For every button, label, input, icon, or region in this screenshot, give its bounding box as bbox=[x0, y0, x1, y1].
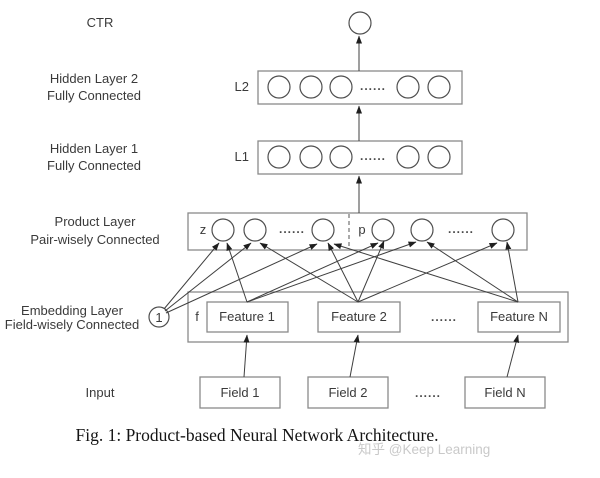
field-1-box bbox=[199, 376, 281, 409]
arrow-one-to-z2 bbox=[164, 242, 252, 312]
f-tag: f bbox=[195, 309, 199, 324]
ellipsis-fields: ...... bbox=[415, 386, 441, 400]
z-node-circle bbox=[211, 218, 235, 242]
arrow-fieldn-to-featuren bbox=[506, 334, 520, 378]
hidden-layer-1-label-line1: Hidden Layer 1 bbox=[50, 141, 138, 156]
z-node-circle bbox=[243, 218, 267, 242]
arrow-feature1-to-p2 bbox=[246, 241, 417, 303]
figure-caption: Fig. 1: Product-based Neural Network Arc… bbox=[75, 425, 438, 445]
one-tag: 1 bbox=[155, 310, 162, 325]
field-to-feature-arrows bbox=[243, 334, 520, 378]
p-tag: p bbox=[358, 222, 365, 237]
neuron-circle bbox=[267, 75, 291, 99]
ellipsis-z: ...... bbox=[279, 222, 305, 236]
p-node-circle bbox=[410, 218, 434, 242]
arrow-feature2-to-p1 bbox=[357, 240, 385, 303]
product-layer-box bbox=[187, 212, 528, 251]
arrow-one-to-z3 bbox=[165, 243, 318, 314]
z-node-circle bbox=[311, 218, 335, 242]
ellipsis-features: ...... bbox=[431, 310, 457, 324]
hidden-layer-2-label-line1: Hidden Layer 2 bbox=[50, 71, 138, 86]
arrow-field2-to-feature2 bbox=[349, 334, 360, 378]
neuron-circle bbox=[396, 145, 420, 169]
neuron-circle bbox=[329, 145, 353, 169]
ellipsis-l2: ...... bbox=[360, 79, 386, 93]
hidden-layer-2-label-line2: Fully Connected bbox=[47, 88, 141, 103]
product-layer-label-line2: Pair-wisely Connected bbox=[30, 232, 159, 247]
arrow-feature2-to-z2 bbox=[259, 242, 359, 303]
watermark-text: 知乎 @Keep Learning bbox=[358, 441, 490, 457]
arrow-featuren-to-p3 bbox=[505, 241, 519, 303]
field-2-label: Field 2 bbox=[328, 385, 367, 400]
arrow-featuren-to-z3 bbox=[333, 243, 519, 303]
neuron-circle bbox=[329, 75, 353, 99]
embedding-layer-label-line1: Embedding Layer bbox=[21, 303, 124, 318]
arrow-featuren-to-p2 bbox=[426, 241, 519, 303]
one-node-circle bbox=[148, 306, 170, 328]
feature-1-label: Feature 1 bbox=[219, 309, 275, 324]
field-n-label: Field N bbox=[484, 385, 525, 400]
hidden-layer-2-box bbox=[257, 70, 463, 105]
arrow-field1-to-feature1 bbox=[243, 334, 250, 378]
embedding-layer-label-line2: Field-wisely Connected bbox=[5, 317, 139, 332]
field-n-box bbox=[464, 376, 546, 409]
field-1-label: Field 1 bbox=[220, 385, 259, 400]
output-node-circle bbox=[348, 11, 372, 35]
p-node-circle bbox=[371, 218, 395, 242]
feature-n-box bbox=[477, 301, 561, 333]
hidden-layer-1-label-line2: Fully Connected bbox=[47, 158, 141, 173]
neuron-circle bbox=[267, 145, 291, 169]
neuron-circle bbox=[299, 145, 323, 169]
embedding-layer-box bbox=[187, 291, 569, 343]
hidden-layer-1-box bbox=[257, 140, 463, 175]
input-layer-label: Input bbox=[86, 385, 115, 400]
neuron-circle bbox=[396, 75, 420, 99]
field-2-box bbox=[307, 376, 389, 409]
p-node-circle bbox=[491, 218, 515, 242]
feature-2-label: Feature 2 bbox=[331, 309, 387, 324]
l1-tag: L1 bbox=[235, 149, 249, 164]
product-layer-label-line1: Product Layer bbox=[55, 214, 137, 229]
output-layer-label: CTR bbox=[87, 15, 114, 30]
arrow-feature1-to-p1 bbox=[246, 242, 379, 303]
l2-tag: L2 bbox=[235, 79, 249, 94]
embedding-to-product-arrows bbox=[163, 240, 519, 314]
z-tag: z bbox=[200, 222, 207, 237]
arrow-one-to-z1 bbox=[163, 242, 220, 310]
neuron-circle bbox=[299, 75, 323, 99]
arrow-feature1-to-z1 bbox=[226, 242, 248, 303]
arrow-feature2-to-z3 bbox=[327, 242, 359, 303]
ellipsis-p: ...... bbox=[448, 222, 474, 236]
ellipsis-l1: ...... bbox=[360, 149, 386, 163]
neuron-circle bbox=[427, 75, 451, 99]
arrow-feature2-to-p3 bbox=[357, 242, 498, 303]
feature-n-label: Feature N bbox=[490, 309, 548, 324]
neuron-circle bbox=[427, 145, 451, 169]
